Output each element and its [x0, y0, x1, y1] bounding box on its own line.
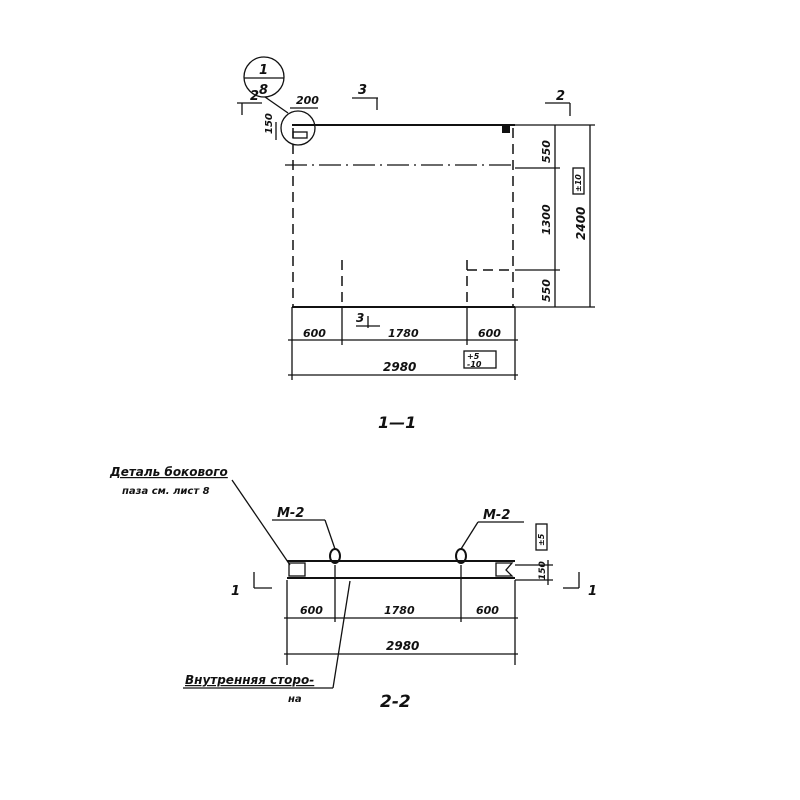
- dim-550-bottom: 550: [540, 279, 553, 302]
- dim-200: 200: [296, 94, 319, 107]
- height-tolerance: ±10: [574, 174, 583, 192]
- dim-2400: 2400: [574, 207, 588, 240]
- leader-line: [460, 521, 479, 550]
- leader-line: [332, 580, 351, 689]
- tolerance-box: [572, 167, 585, 195]
- side-slot-left: [288, 562, 306, 577]
- section-mark-left: 2: [250, 89, 259, 104]
- cut-mark-right: 1: [588, 584, 597, 599]
- callout-bubble: [243, 56, 285, 98]
- cut-mark-left: 1: [231, 584, 240, 599]
- thickness-tolerance: ±5: [537, 533, 546, 546]
- mark-m2-left: М-2: [277, 506, 304, 521]
- embedded-part: [502, 126, 510, 133]
- dim-2980: 2980: [383, 360, 416, 374]
- dim-600-left: 600: [303, 327, 326, 340]
- dim-600-right: 600: [476, 604, 499, 617]
- note-inner-side-line1: Внутренняя сторо-: [185, 673, 314, 687]
- section-view: Деталь бокового паза см. лист 8 М-2 М-2 …: [109, 465, 597, 712]
- view-title-2-2: 2-2: [380, 692, 411, 712]
- dim-150: 150: [264, 113, 275, 134]
- dim-600-right: 600: [478, 327, 501, 340]
- callout-top: 1: [259, 63, 268, 78]
- dim-1780: 1780: [384, 604, 415, 617]
- leader-line: [231, 479, 291, 566]
- tolerance-box: [463, 350, 497, 369]
- tolerance-box: [535, 523, 548, 551]
- plan-view: 1 8 2 3 2 3 200 150 550 1300 550 2400 ±1…: [237, 56, 595, 432]
- width-tolerance-minus: -10: [467, 360, 482, 369]
- dim-150: 150: [538, 561, 548, 580]
- section-mark-bottom: 3: [356, 311, 364, 325]
- note-inner-side-line2: на: [288, 694, 302, 705]
- leader-line: [264, 96, 289, 114]
- dim-1780: 1780: [388, 327, 419, 340]
- detail-circle: [280, 110, 316, 146]
- slot-detail: [292, 131, 308, 139]
- note-side-slot-line1: Деталь бокового: [109, 465, 228, 479]
- dim-2980: 2980: [386, 639, 419, 653]
- section-mark-top: 3: [358, 83, 367, 98]
- leader-line: [324, 519, 336, 550]
- mark-m2-right: М-2: [483, 508, 510, 523]
- dim-550-top: 550: [540, 140, 553, 163]
- side-slot-right: [495, 562, 514, 577]
- view-title-1-1: 1—1: [378, 413, 416, 432]
- callout-bottom: 8: [259, 83, 268, 98]
- note-side-slot-line2: паза см. лист 8: [122, 486, 210, 497]
- dim-1300: 1300: [540, 204, 553, 235]
- dim-600-left: 600: [300, 604, 323, 617]
- width-tolerance-plus: +5: [467, 352, 480, 361]
- section-mark-right: 2: [556, 89, 565, 104]
